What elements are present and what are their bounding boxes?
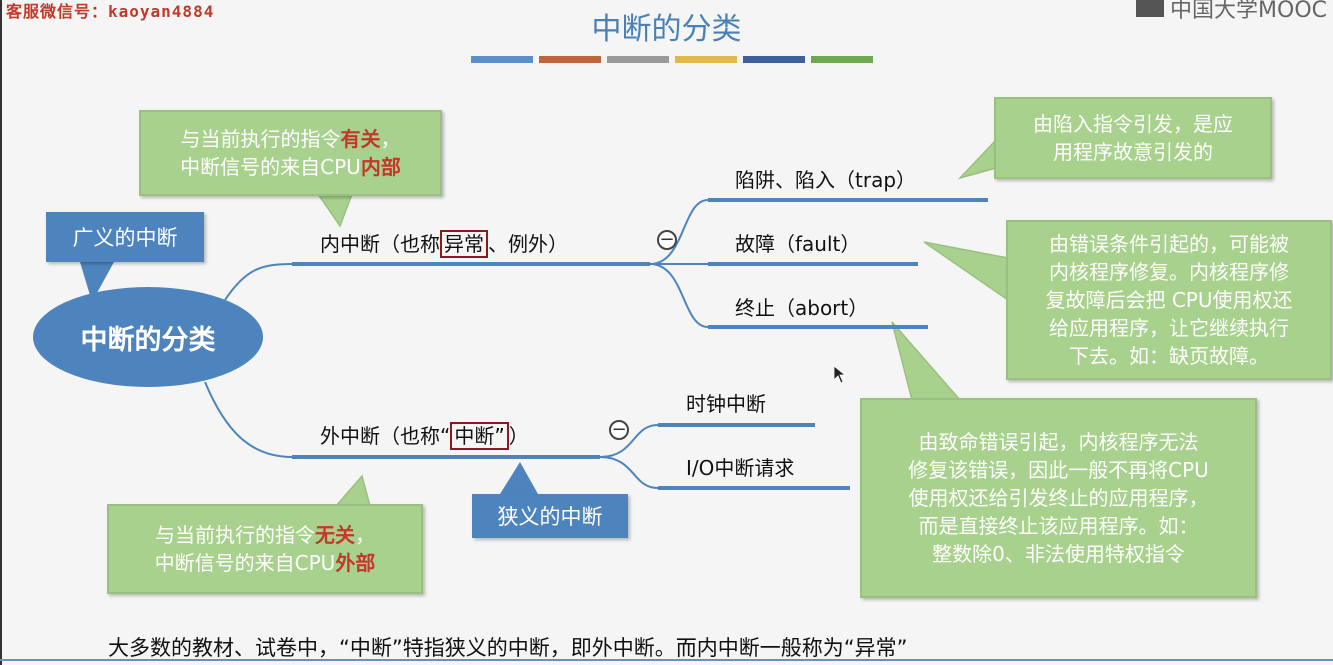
narrow-interrupt-tag: 狭义的中断 bbox=[472, 494, 628, 538]
trap-node[interactable]: 陷阱、陷入（trap） bbox=[735, 168, 917, 192]
mooc-logo-icon bbox=[1136, 0, 1165, 17]
watermark: 客服微信号：kaoyan4884 bbox=[6, 2, 215, 21]
note-line: 内核程序修复。内核程序修 bbox=[1049, 260, 1289, 284]
note-text: 中断信号的来自CPU bbox=[154, 551, 336, 575]
node-text: 外中断（也称“ bbox=[320, 424, 451, 448]
note-line: 由致命错误引起，内核程序无法 bbox=[918, 430, 1199, 454]
narrow-tag-tail bbox=[500, 462, 538, 494]
note-text: 与当前执行的指令 bbox=[155, 523, 315, 547]
trap-note: 由陷入指令引发，是应 用程序故意引发的 bbox=[994, 97, 1272, 179]
highlight-box: 中断” bbox=[450, 422, 509, 450]
io-interrupt-node[interactable]: I/O中断请求 bbox=[686, 456, 795, 480]
note-text: 中断信号的来自CPU bbox=[180, 155, 361, 179]
note-line: 整数除0、非法使用特权指令 bbox=[932, 542, 1185, 566]
note-line: 修复该错误，因此一般不再将CPU bbox=[908, 458, 1209, 482]
internal-interrupt-node[interactable]: 内中断（也称异常、例外） bbox=[320, 228, 568, 258]
node-text: ） bbox=[508, 424, 529, 448]
note-line: 由陷入指令引发，是应 bbox=[1033, 112, 1233, 136]
root-to-external-edge bbox=[204, 381, 293, 458]
color-bar bbox=[743, 56, 805, 63]
root-to-internal-edge bbox=[224, 263, 293, 301]
bottom-divider bbox=[0, 659, 1333, 661]
internal-note: 与当前执行的指令有关， 中断信号的来自CPU内部 bbox=[139, 110, 442, 196]
frame-edge bbox=[0, 0, 2, 665]
root-node[interactable]: 中断的分类 bbox=[33, 287, 263, 387]
external-note-line1: 与当前执行的指令无关， bbox=[155, 521, 375, 549]
fault-note: 由错误条件引起的，可能被 内核程序修复。内核程序修 复故障后会把 CPU使用权还… bbox=[1006, 220, 1332, 380]
note-line: 复故障后会把 CPU使用权还 bbox=[1045, 288, 1293, 312]
external-interrupt-node[interactable]: 外中断（也称“中断”） bbox=[320, 420, 529, 450]
internal-note-tail bbox=[316, 193, 354, 228]
external-to-clock-edge bbox=[599, 424, 659, 458]
internal-to-abort-edge bbox=[649, 263, 709, 328]
color-bar bbox=[539, 56, 601, 63]
broad-tag-tail bbox=[80, 262, 114, 302]
node-text: 、例外） bbox=[488, 232, 568, 256]
note-text: ， bbox=[380, 127, 401, 151]
note-emphasis: 有关 bbox=[340, 127, 381, 151]
note-text: 与当前执行的指令 bbox=[180, 127, 341, 151]
internal-collapse-icon[interactable]: − bbox=[657, 230, 677, 250]
highlight-box: 异常 bbox=[440, 230, 488, 258]
node-text: 内中断（也称 bbox=[320, 232, 440, 256]
external-note-line2: 中断信号的来自CPU外部 bbox=[155, 549, 376, 577]
broad-interrupt-tag: 广义的中断 bbox=[46, 212, 204, 262]
abort-note: 由致命错误引起，内核程序无法 修复该错误，因此一般不再将CPU 使用权还给引发终… bbox=[860, 398, 1257, 598]
internal-note-line1: 与当前执行的指令有关， bbox=[181, 125, 401, 153]
note-line: 由错误条件引起的，可能被 bbox=[1049, 232, 1289, 256]
note-line: 用程序故意引发的 bbox=[1053, 140, 1213, 164]
note-line: 使用权还给引发终止的应用程序， bbox=[908, 486, 1209, 510]
trap-note-tail bbox=[957, 138, 997, 180]
note-emphasis: 外部 bbox=[335, 551, 376, 575]
color-bar bbox=[607, 56, 669, 63]
abort-node[interactable]: 终止（abort） bbox=[735, 296, 869, 320]
note-text: ， bbox=[355, 523, 375, 547]
internal-note-line2: 中断信号的来自CPU内部 bbox=[180, 153, 401, 181]
external-collapse-icon[interactable]: − bbox=[609, 420, 629, 440]
color-bar bbox=[811, 56, 873, 63]
note-line: 下去。如：缺页故障。 bbox=[1069, 344, 1269, 368]
note-line: 给应用程序，让它继续执行 bbox=[1049, 316, 1289, 340]
clock-interrupt-node[interactable]: 时钟中断 bbox=[686, 392, 766, 416]
bottom-caption: 大多数的教材、试卷中，“中断”特指狭义的中断，即外中断。而内中断一般称为“异常” bbox=[108, 636, 908, 660]
slide-title: 中断的分类 bbox=[591, 12, 742, 47]
mooc-brand: 中国大学MOOC bbox=[1136, 0, 1327, 24]
note-emphasis: 内部 bbox=[360, 155, 401, 179]
abort-note-tail bbox=[891, 321, 962, 401]
external-to-io-edge bbox=[599, 456, 659, 489]
internal-to-trap-edge bbox=[649, 199, 709, 265]
color-bar bbox=[471, 56, 533, 63]
fault-note-tail bbox=[923, 241, 1009, 302]
title-color-bars bbox=[471, 56, 873, 63]
note-emphasis: 无关 bbox=[315, 523, 355, 547]
mooc-brand-text: 中国大学MOOC bbox=[1170, 0, 1327, 23]
external-note: 与当前执行的指令无关， 中断信号的来自CPU外部 bbox=[107, 504, 423, 594]
mouse-cursor-icon bbox=[834, 366, 846, 384]
external-note-tail bbox=[334, 474, 371, 507]
fault-node[interactable]: 故障（fault） bbox=[735, 232, 861, 256]
color-bar bbox=[675, 56, 737, 63]
note-line: 而是直接终止该应用程序。如： bbox=[918, 514, 1199, 538]
